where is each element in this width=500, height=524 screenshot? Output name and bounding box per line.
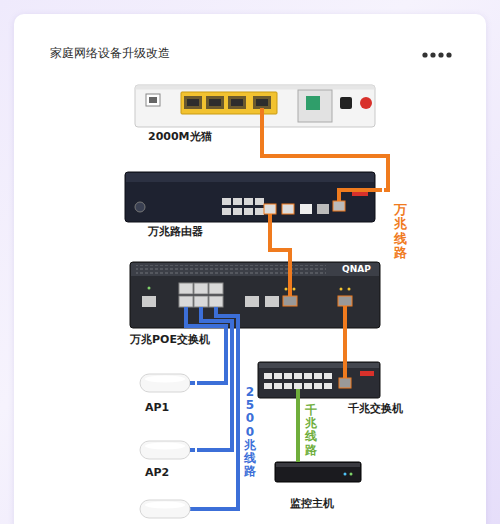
- cable-connector: [197, 347, 226, 383]
- diagram-title: 家庭网络设备升级改造: [50, 45, 170, 61]
- cable-connector: [296, 416, 300, 455]
- nvr-node: 监控主机: [268, 455, 370, 511]
- line-type-label: 2500兆线路: [244, 386, 256, 478]
- device-label: 万兆POE交换机: [130, 333, 388, 347]
- switch-node: 千兆交换机: [252, 358, 426, 416]
- ap-device: [140, 374, 195, 518]
- cable-connector: [270, 239, 290, 258]
- cable-connector: [197, 347, 232, 450]
- device-label: 2000M光猫: [148, 130, 385, 144]
- ap-node: AP2: [135, 433, 197, 480]
- ap-node: AP1: [135, 368, 197, 415]
- cable-connector: [262, 144, 388, 190]
- router-node: 万兆路由器: [120, 165, 384, 239]
- device-label: 监控主机: [290, 497, 370, 511]
- nvr-device: [275, 455, 361, 482]
- device-label: AP1: [145, 401, 197, 415]
- device-label: 万兆路由器: [148, 225, 384, 239]
- modem-node: 2000M光猫: [128, 80, 385, 144]
- device-label: 千兆交换机: [348, 402, 426, 416]
- line-type-label: 千兆线路: [305, 404, 317, 457]
- device-label: AP2: [145, 466, 197, 480]
- cable-connector: [343, 347, 347, 358]
- poe-switch-device: [130, 258, 380, 509]
- line-type-label: 万兆线路: [394, 203, 407, 260]
- menu-dots: [422, 52, 451, 57]
- brand-logo: QNAP: [342, 264, 371, 275]
